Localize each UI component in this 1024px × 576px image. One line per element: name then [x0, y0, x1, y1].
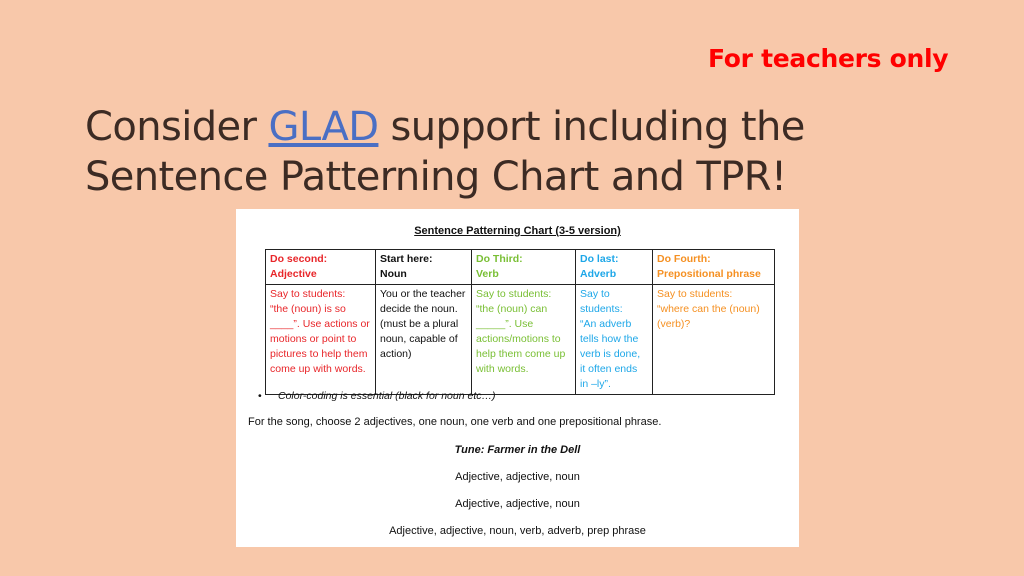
song-instruction: For the song, choose 2 adjectives, one n… [248, 416, 662, 428]
bullet-text: Color-coding is essential (black for nou… [278, 390, 496, 402]
header-line2: Prepositional phrase [657, 268, 761, 280]
chart-document-title: Sentence Patterning Chart (3-5 version) [414, 225, 621, 237]
teachers-only-notice: For teachers only [708, 44, 949, 73]
noun-header: Start here: Noun [375, 249, 472, 285]
header-line1: Do second: [270, 253, 328, 265]
glad-link[interactable]: GLAD [268, 104, 379, 150]
adverb-instructions: Say to students: “An adverb tells how th… [575, 284, 653, 395]
header-line2: Noun [380, 268, 407, 280]
color-coding-bullet: • Color-coding is essential (black for no… [258, 390, 496, 402]
adjective-header: Do second: Adjective [265, 249, 376, 285]
adverb-header: Do last: Adverb [575, 249, 653, 285]
header-line2: Adverb [580, 268, 617, 280]
title-prefix: Consider [85, 104, 269, 150]
tune-line: Tune: Farmer in the Dell [454, 444, 581, 456]
table-body-row: Say to students: “the (noun) is so ____”… [265, 284, 775, 395]
bullet-dot-icon: • [258, 390, 262, 402]
sentence-patterning-table: Do second: Adjective Start here: Noun Do… [265, 249, 775, 395]
document-image: Sentence Patterning Chart (3-5 version) … [236, 209, 799, 547]
verb-instructions: Say to students: “the (noun) can _____”.… [471, 284, 576, 395]
title-suffix: support including the Sentence Patternin… [85, 104, 805, 200]
prepositional-phrase-header: Do Fourth: Prepositional phrase [652, 249, 775, 285]
header-line1: Do Third: [476, 253, 523, 265]
pattern-line: Adjective, adjective, noun [455, 471, 580, 483]
table-header-row: Do second: Adjective Start here: Noun Do… [265, 249, 775, 285]
prepositional-phrase-instructions: Say to students: “where can the (noun) (… [652, 284, 775, 395]
header-line1: Start here: [380, 253, 433, 265]
slide-title: Consider GLAD support including the Sent… [85, 102, 845, 202]
header-line2: Adjective [270, 268, 317, 280]
pattern-line: Adjective, adjective, noun [455, 498, 580, 510]
noun-instructions: You or the teacher decide the noun. (mus… [375, 284, 472, 395]
header-line1: Do last: [580, 253, 619, 265]
header-line2: Verb [476, 268, 499, 280]
header-line1: Do Fourth: [657, 253, 711, 265]
verb-header: Do Third: Verb [471, 249, 576, 285]
pattern-line: Adjective, adjective, noun, verb, adverb… [389, 525, 646, 537]
adjective-instructions: Say to students: “the (noun) is so ____”… [265, 284, 376, 395]
